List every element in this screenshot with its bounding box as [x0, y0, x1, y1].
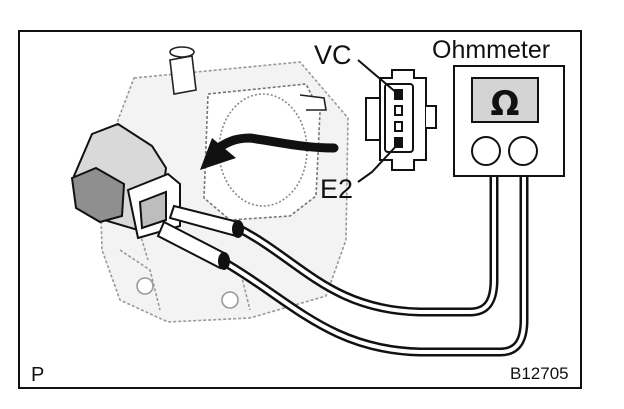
curved-arrow-icon — [211, 133, 339, 155]
terminal-e2 — [394, 137, 403, 148]
terminal-2 — [394, 105, 403, 116]
ohmmeter-icon: Ω — [453, 65, 565, 177]
corner-mark: P — [31, 364, 45, 386]
e2-terminal-label: E2 — [320, 174, 354, 204]
e2-leader-line — [357, 143, 399, 183]
sensor-connector-icon — [365, 69, 437, 171]
probe-pins — [156, 204, 244, 270]
terminal-right — [508, 136, 538, 166]
arrowhead-icon — [200, 138, 236, 170]
meter-leads — [219, 161, 529, 357]
terminal-left — [471, 136, 501, 166]
vc-leader-line — [357, 59, 399, 95]
terminal-vc — [394, 89, 403, 100]
terminal-3 — [394, 121, 403, 132]
vc-terminal-label: VC — [314, 40, 352, 70]
figure-code: B12705 — [510, 364, 569, 383]
ohm-symbol: Ω — [491, 84, 520, 124]
ohmmeter-label: Ohmmeter — [432, 36, 551, 64]
throttle-position-sensor-icon — [70, 122, 181, 240]
